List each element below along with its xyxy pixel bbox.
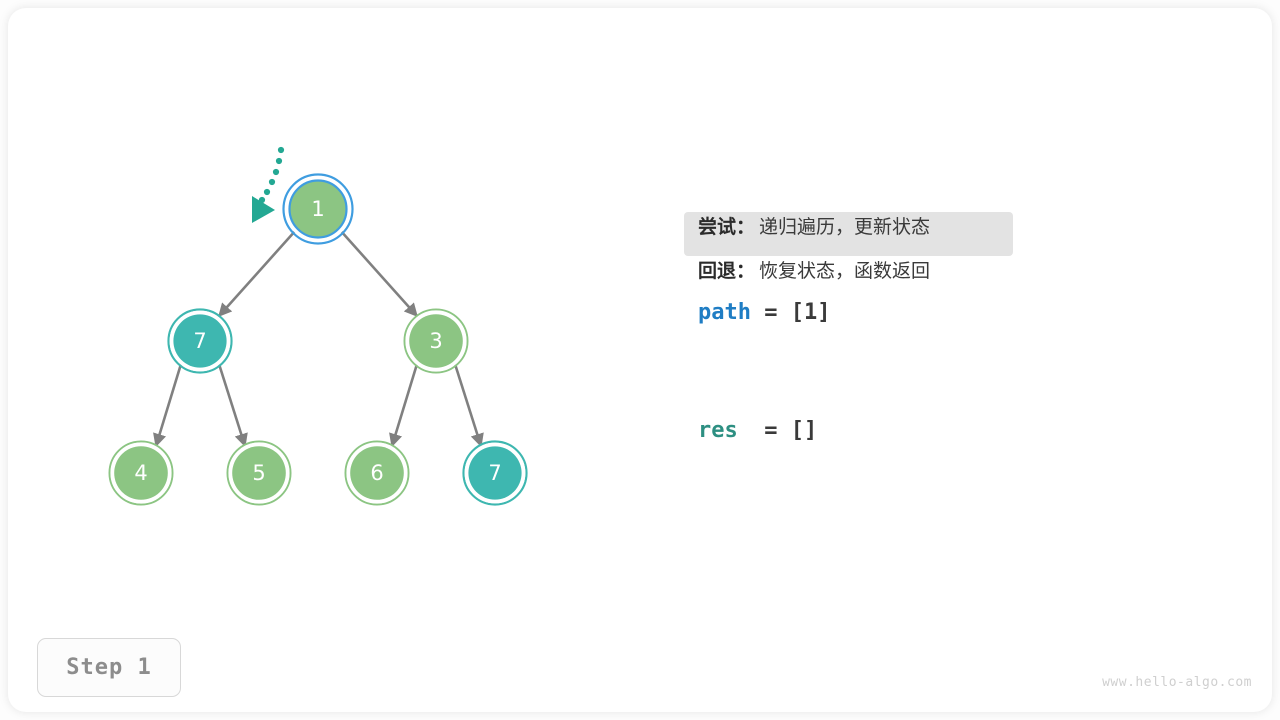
try-phase-key: 尝试： bbox=[698, 216, 756, 238]
edge-7l-to-4 bbox=[153, 363, 183, 448]
tree-node-4[interactable]: 4 bbox=[108, 440, 174, 506]
step-badge-label: Step 1 bbox=[66, 655, 152, 680]
edge-3-to-7r bbox=[453, 363, 484, 448]
tree-node-1[interactable]: 1 bbox=[282, 173, 354, 245]
step-badge: Step 1 bbox=[37, 638, 181, 697]
code-gap bbox=[684, 344, 1104, 418]
tree-node-7-right-label: 7 bbox=[488, 461, 501, 485]
path-variable-name: path bbox=[698, 300, 751, 325]
watermark: www.hello-algo.com bbox=[1102, 675, 1252, 690]
tree-node-1-label: 1 bbox=[311, 197, 324, 221]
edge-3-to-6 bbox=[389, 363, 419, 448]
backtrack-phase-value: 恢复状态，函数返回 bbox=[759, 260, 931, 282]
watermark-text: www.hello-algo.com bbox=[1102, 675, 1252, 690]
tree-node-3[interactable]: 3 bbox=[403, 308, 469, 374]
tree-node-6[interactable]: 6 bbox=[344, 440, 410, 506]
recursion-pointer-icon bbox=[252, 146, 285, 223]
tree-node-6-label: 6 bbox=[370, 461, 383, 485]
tree-node-7-right[interactable]: 7 bbox=[462, 440, 528, 506]
tree-node-5-label: 5 bbox=[252, 461, 265, 485]
path-variable-row: path = [1] bbox=[684, 300, 1104, 344]
try-phase-value: 递归遍历，更新状态 bbox=[759, 216, 931, 238]
tree-node-4-label: 4 bbox=[134, 461, 147, 485]
edge-7l-to-5 bbox=[217, 363, 248, 448]
tree-edges bbox=[153, 229, 484, 448]
tree-node-3-label: 3 bbox=[429, 329, 442, 353]
path-variable-value: = [1] bbox=[750, 300, 831, 325]
edge-1-to-3 bbox=[339, 229, 418, 318]
explanation-panel: 尝试： 递归遍历，更新状态 回退： 恢复状态，函数返回 path = [1] r… bbox=[684, 212, 1104, 462]
res-variable-value: = [] bbox=[737, 418, 818, 443]
try-phase-row: 尝试： 递归遍历，更新状态 bbox=[684, 212, 1013, 256]
tree-node-7-left[interactable]: 7 bbox=[167, 308, 233, 374]
res-variable-name: res bbox=[698, 418, 738, 443]
backtrack-phase-row: 回退： 恢复状态，函数返回 bbox=[684, 256, 1104, 300]
edge-1-to-7l bbox=[218, 229, 297, 318]
tree-node-7-left-label: 7 bbox=[193, 329, 206, 353]
content-card bbox=[8, 8, 1272, 712]
res-variable-row: res = [] bbox=[684, 418, 1104, 462]
backtrack-phase-key: 回退： bbox=[698, 260, 756, 282]
tree-node-5[interactable]: 5 bbox=[226, 440, 292, 506]
